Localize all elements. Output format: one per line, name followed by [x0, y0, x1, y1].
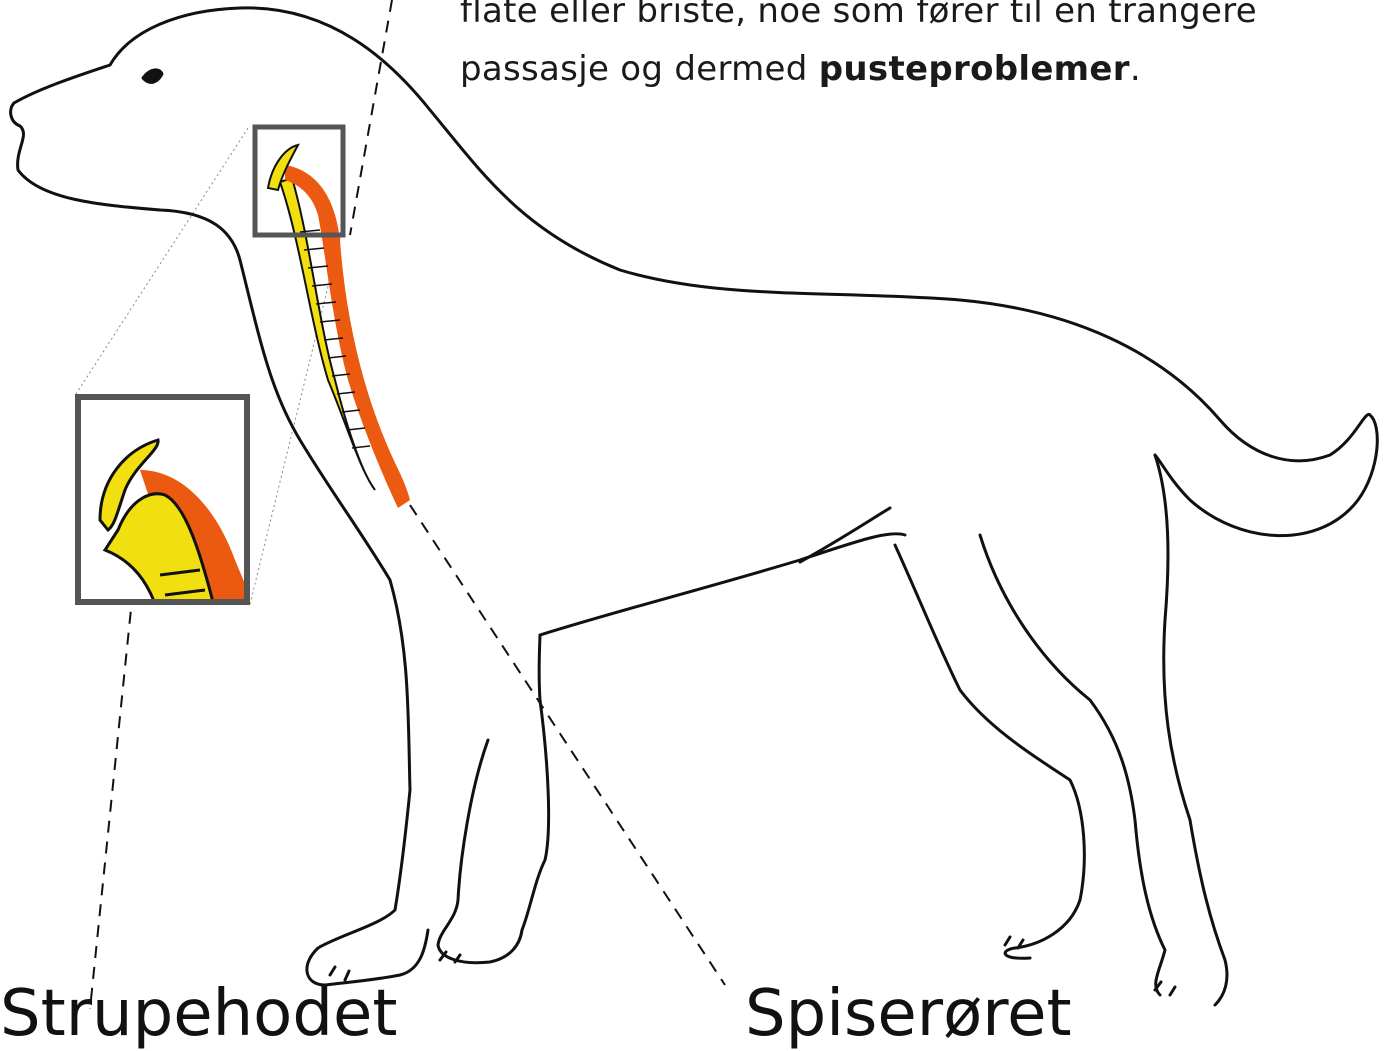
neck-anatomy — [268, 145, 410, 508]
dog-anatomy-illustration — [0, 0, 1385, 1009]
zoom-inset — [78, 397, 260, 620]
caption-keyword: pusteproblemer — [819, 49, 1130, 89]
caption-line-1: flate eller briste, noe som fører til en… — [460, 0, 1360, 40]
label-esophagus: Spiserøret — [745, 978, 1072, 1050]
caption-line-2: passasje og dermed pusteproblemer. — [460, 40, 1360, 98]
pointer-line-esophagus — [410, 505, 725, 985]
label-larynx: Strupehodet — [0, 978, 397, 1050]
diagram-stage: flate eller briste, noe som fører til en… — [0, 0, 1385, 1009]
pointer-line-top — [350, 0, 392, 235]
description-text: flate eller briste, noe som fører til en… — [460, 0, 1360, 98]
caption-line-2-suffix: . — [1130, 49, 1141, 89]
zoom-guide-bottom — [250, 238, 340, 604]
caption-line-2-prefix: passasje og dermed — [460, 49, 819, 89]
zoom-guide-top — [76, 128, 248, 394]
pointer-line-larynx — [90, 570, 135, 1009]
esophagus-shape — [285, 165, 410, 508]
